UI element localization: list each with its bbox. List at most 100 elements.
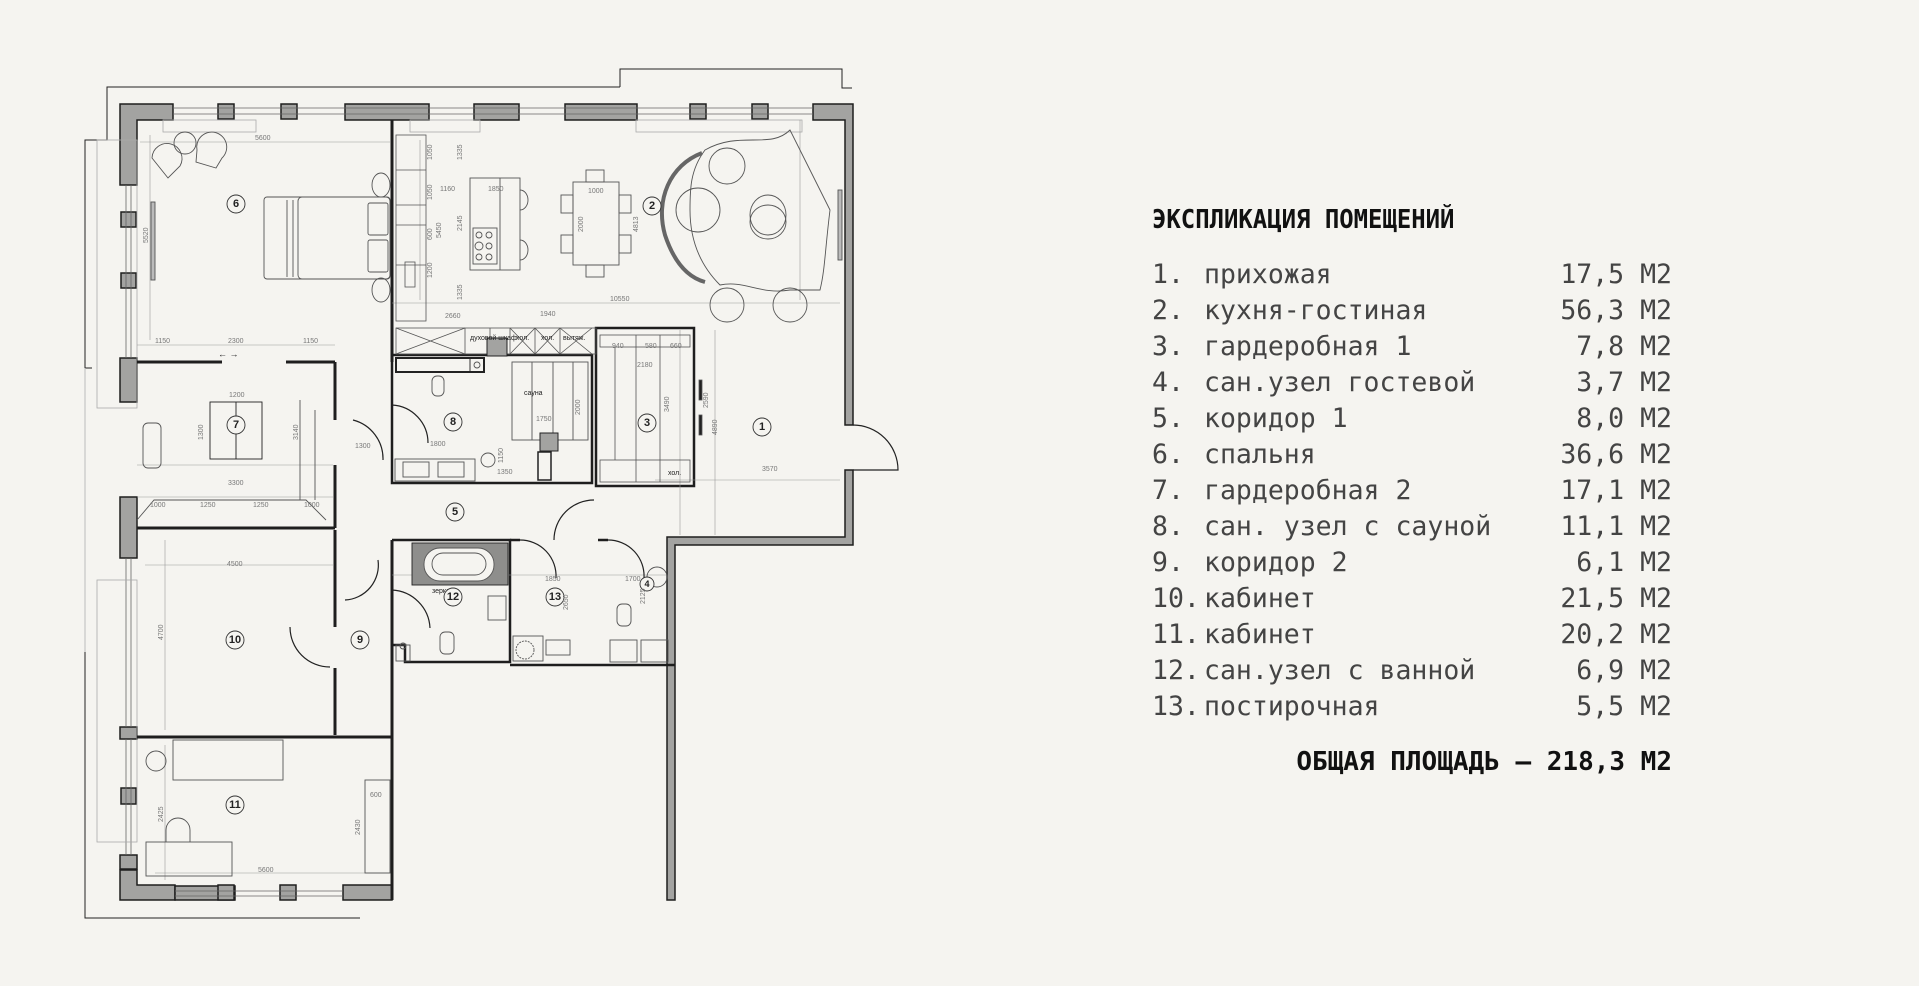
dim-text: 1850 [488, 186, 504, 193]
room-area: 17,1 М2 [1560, 475, 1672, 506]
room-area: 6,9 М2 [1576, 655, 1672, 686]
dim-text: 1350 [497, 469, 513, 476]
svg-text:← →: ← → [218, 349, 239, 359]
room-name: коридор 2 [1204, 547, 1348, 578]
room-number: 13. [1152, 691, 1200, 722]
room-marker-4: 4 [644, 579, 649, 589]
dim-text: 1250 [253, 502, 269, 509]
room-marker-1: 1 [759, 421, 765, 433]
dim-text: 940 [612, 343, 624, 350]
room-name: сан.узел с ванной [1204, 655, 1476, 686]
dimension-labels: 5600 5520 1150 2300 1150 10550 4813 1160… [143, 135, 778, 874]
dim-text: 1700 [625, 576, 641, 583]
room-name: кабинет [1204, 583, 1316, 614]
room-marker-9: 9 [357, 634, 363, 646]
room-number: 2. [1152, 295, 1184, 326]
room-number: 11. [1152, 619, 1200, 650]
dim-text: 1200 [427, 262, 434, 278]
legend-row: 1. прихожая 17,5 М2 [1152, 257, 1672, 293]
room-number: 10. [1152, 583, 1200, 614]
room-name: сан.узел гостевой [1204, 367, 1476, 398]
interior-walls [137, 120, 696, 900]
total-area: ОБЩАЯ ПЛОЩАДЬ – 218,3 М2 [1296, 747, 1672, 777]
room-marker-3: 3 [644, 417, 650, 429]
dim-text: 1050 [427, 184, 434, 200]
room-area: 36,6 М2 [1560, 439, 1672, 470]
room-marker-2: 2 [649, 200, 655, 212]
dim-text: 1800 [430, 441, 446, 448]
dim-text: 660 [670, 343, 682, 350]
room-name: постирочная [1204, 691, 1380, 722]
legend-row: 12.сан.узел с ванной 6,9 М2 [1152, 653, 1672, 689]
oven-label: духовой шкаф [470, 334, 517, 342]
room-number: 1. [1152, 259, 1184, 290]
room-area: 20,2 М2 [1560, 619, 1672, 650]
outer-outline [619, 68, 852, 89]
dim-text: 1160 [440, 186, 455, 193]
room-name: кабинет [1204, 619, 1316, 650]
dim-text: 600 [427, 228, 434, 240]
dim-text: 2145 [457, 215, 464, 231]
dim-text: 1200 [229, 392, 245, 399]
room-name: спальня [1204, 439, 1316, 470]
room-marker-5: 5 [452, 506, 458, 518]
room-area: 17,5 М2 [1560, 259, 1672, 290]
dim-text: 3570 [762, 466, 778, 473]
room-area: 5,5 М2 [1576, 691, 1672, 722]
dim-text: 4813 [633, 216, 640, 232]
kitchen-island-icon [469, 177, 529, 271]
room-area: 7,8 М2 [1576, 331, 1672, 362]
dim-text: 2000 [575, 399, 582, 415]
room-area: 3,7 М2 [1576, 367, 1672, 398]
dim-text: 1750 [536, 416, 552, 423]
dim-text: 1335 [457, 284, 464, 300]
legend-row: 7. гардеробная 2 17,1 М2 [1152, 473, 1672, 509]
room-marker-8: 8 [450, 416, 456, 428]
legend-title: ЭКСПЛИКАЦИЯ ПОМЕЩЕНИЙ [1152, 205, 1455, 235]
dim-text: 4890 [712, 419, 719, 435]
dim-text: 2650 [563, 594, 570, 610]
room-marker-12: 12 [447, 591, 459, 603]
room-name: гардеробная 2 [1204, 475, 1412, 506]
room-number: 7. [1152, 475, 1184, 506]
bed-icon [263, 172, 391, 303]
dim-text: 2125 [640, 588, 647, 604]
dim-text: 4700 [158, 624, 165, 640]
mirror-label: зеркало [432, 588, 458, 595]
armchair-icon [150, 131, 228, 281]
dim-text: 1000 [588, 188, 604, 195]
room-number: 12. [1152, 655, 1200, 686]
room-area: 56,3 М2 [1560, 295, 1672, 326]
dim-text: 1050 [427, 144, 434, 160]
dim-text: 1150 [155, 338, 170, 345]
dim-text: 5450 [436, 222, 443, 238]
room-area: 8,0 М2 [1576, 403, 1672, 434]
room-marker-10: 10 [229, 634, 241, 646]
exterior-walls [119, 103, 854, 901]
dim-text: 3300 [228, 480, 244, 487]
room-name: прихожая [1204, 259, 1332, 290]
dim-text: 3490 [664, 396, 671, 412]
legend-row: 13.постирочная 5,5 М2 [1152, 689, 1672, 725]
sofa-icon [659, 129, 843, 323]
dim-text: 4500 [227, 561, 243, 568]
dining-table-icon [560, 169, 632, 278]
dim-text: 1150 [303, 338, 318, 345]
dim-text: 1250 [200, 502, 216, 509]
room-marker-13: 13 [549, 591, 561, 603]
room-markers [225, 194, 772, 815]
room-name: коридор 1 [1204, 403, 1348, 434]
dim-text: 1150 [498, 448, 505, 463]
room-number: 6. [1152, 439, 1184, 470]
dim-text: 5600 [258, 867, 274, 874]
room-number: 9. [1152, 547, 1184, 578]
floor-plan: духовой шкаф хол. хол. вытяж. сауна хол. [84, 68, 899, 919]
